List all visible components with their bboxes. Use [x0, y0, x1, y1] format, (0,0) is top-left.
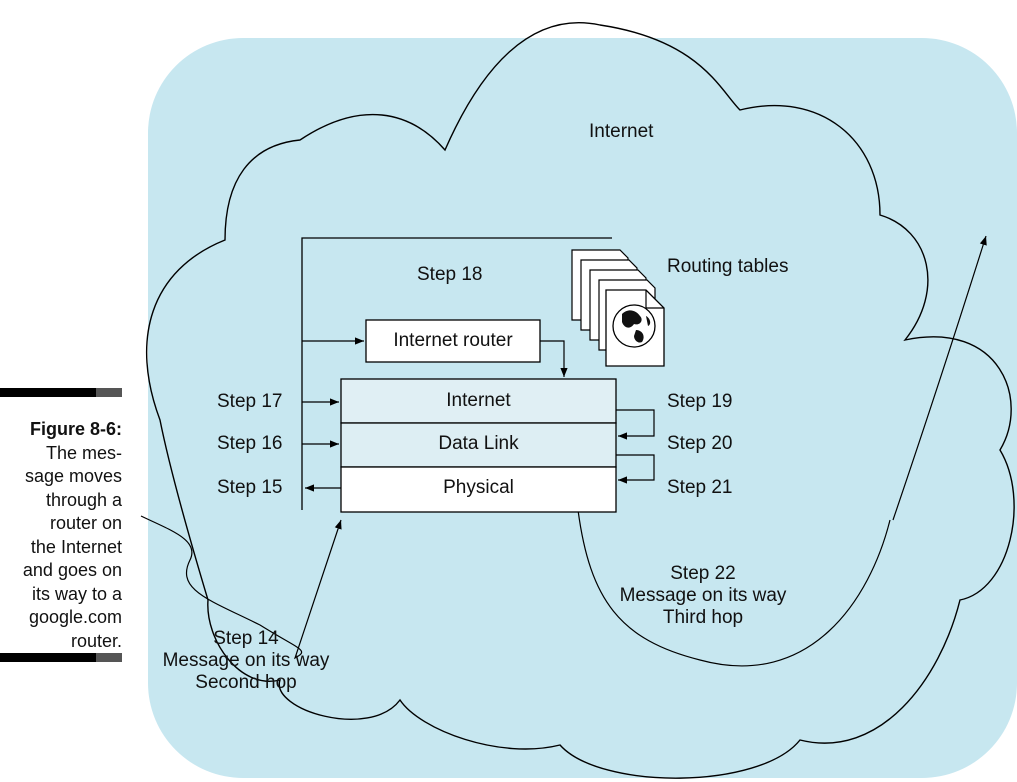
internet-cloud [145, 22, 1015, 779]
step-16-label: Step 16 [217, 433, 283, 454]
caption-line: router. [70, 630, 122, 651]
caption-line: the Internet [30, 536, 122, 557]
internet-router-box [365, 319, 541, 363]
caption-line: sage moves [24, 466, 122, 486]
caption-line: The mes- [45, 442, 122, 463]
third-hop-path [892, 235, 987, 521]
layer-internet-box [340, 378, 617, 424]
step-14-desc: Message on its way [162, 649, 330, 671]
second-hop-path [140, 515, 342, 660]
step-22-title: Step 22 [670, 563, 736, 584]
layer-physical-label: Physical [443, 477, 514, 498]
layer-internet-label: Internet [446, 390, 511, 411]
step-14-label: Step 14 Message on its way Second hop [143, 628, 349, 694]
routing-tables-label: Routing tables [667, 256, 789, 277]
caption-line: and goes on [22, 560, 122, 580]
layer-datalink-label: Data Link [438, 433, 519, 454]
figure-caption: Figure 8-6: The mes- sage moves through … [0, 418, 122, 653]
cloud-label: Internet [589, 121, 654, 142]
step-19-label: Step 19 [667, 391, 733, 412]
figure-number: Figure 8-6: [29, 419, 122, 439]
caption-top-bar [0, 388, 122, 397]
caption-line: google.com [28, 607, 122, 627]
third-hop-loop [577, 509, 891, 667]
caption-bottom-bar [0, 653, 122, 662]
routing-tables-icon [571, 249, 665, 367]
caption-line: router on [49, 513, 122, 533]
caption-line: through a [45, 489, 122, 510]
step-14-hop: Second hop [195, 671, 297, 693]
internet-router-label: Internet router [393, 330, 513, 351]
step-20-label: Step 20 [667, 433, 733, 454]
step-22-label: Step 22 Message on its way Third hop [600, 563, 806, 629]
step-14-title: Step 14 [213, 628, 279, 649]
caption-line: its way to a [31, 583, 122, 604]
router-bracket [301, 237, 612, 510]
step-17-label: Step 17 [217, 391, 283, 412]
step-21-label: Step 21 [667, 477, 733, 498]
step-22-hop: Third hop [662, 606, 744, 628]
step-15-label: Step 15 [217, 477, 283, 498]
step-18-label: Step 18 [417, 264, 483, 285]
step-22-desc: Message on its way [619, 584, 787, 606]
layer-physical-box [340, 466, 617, 513]
